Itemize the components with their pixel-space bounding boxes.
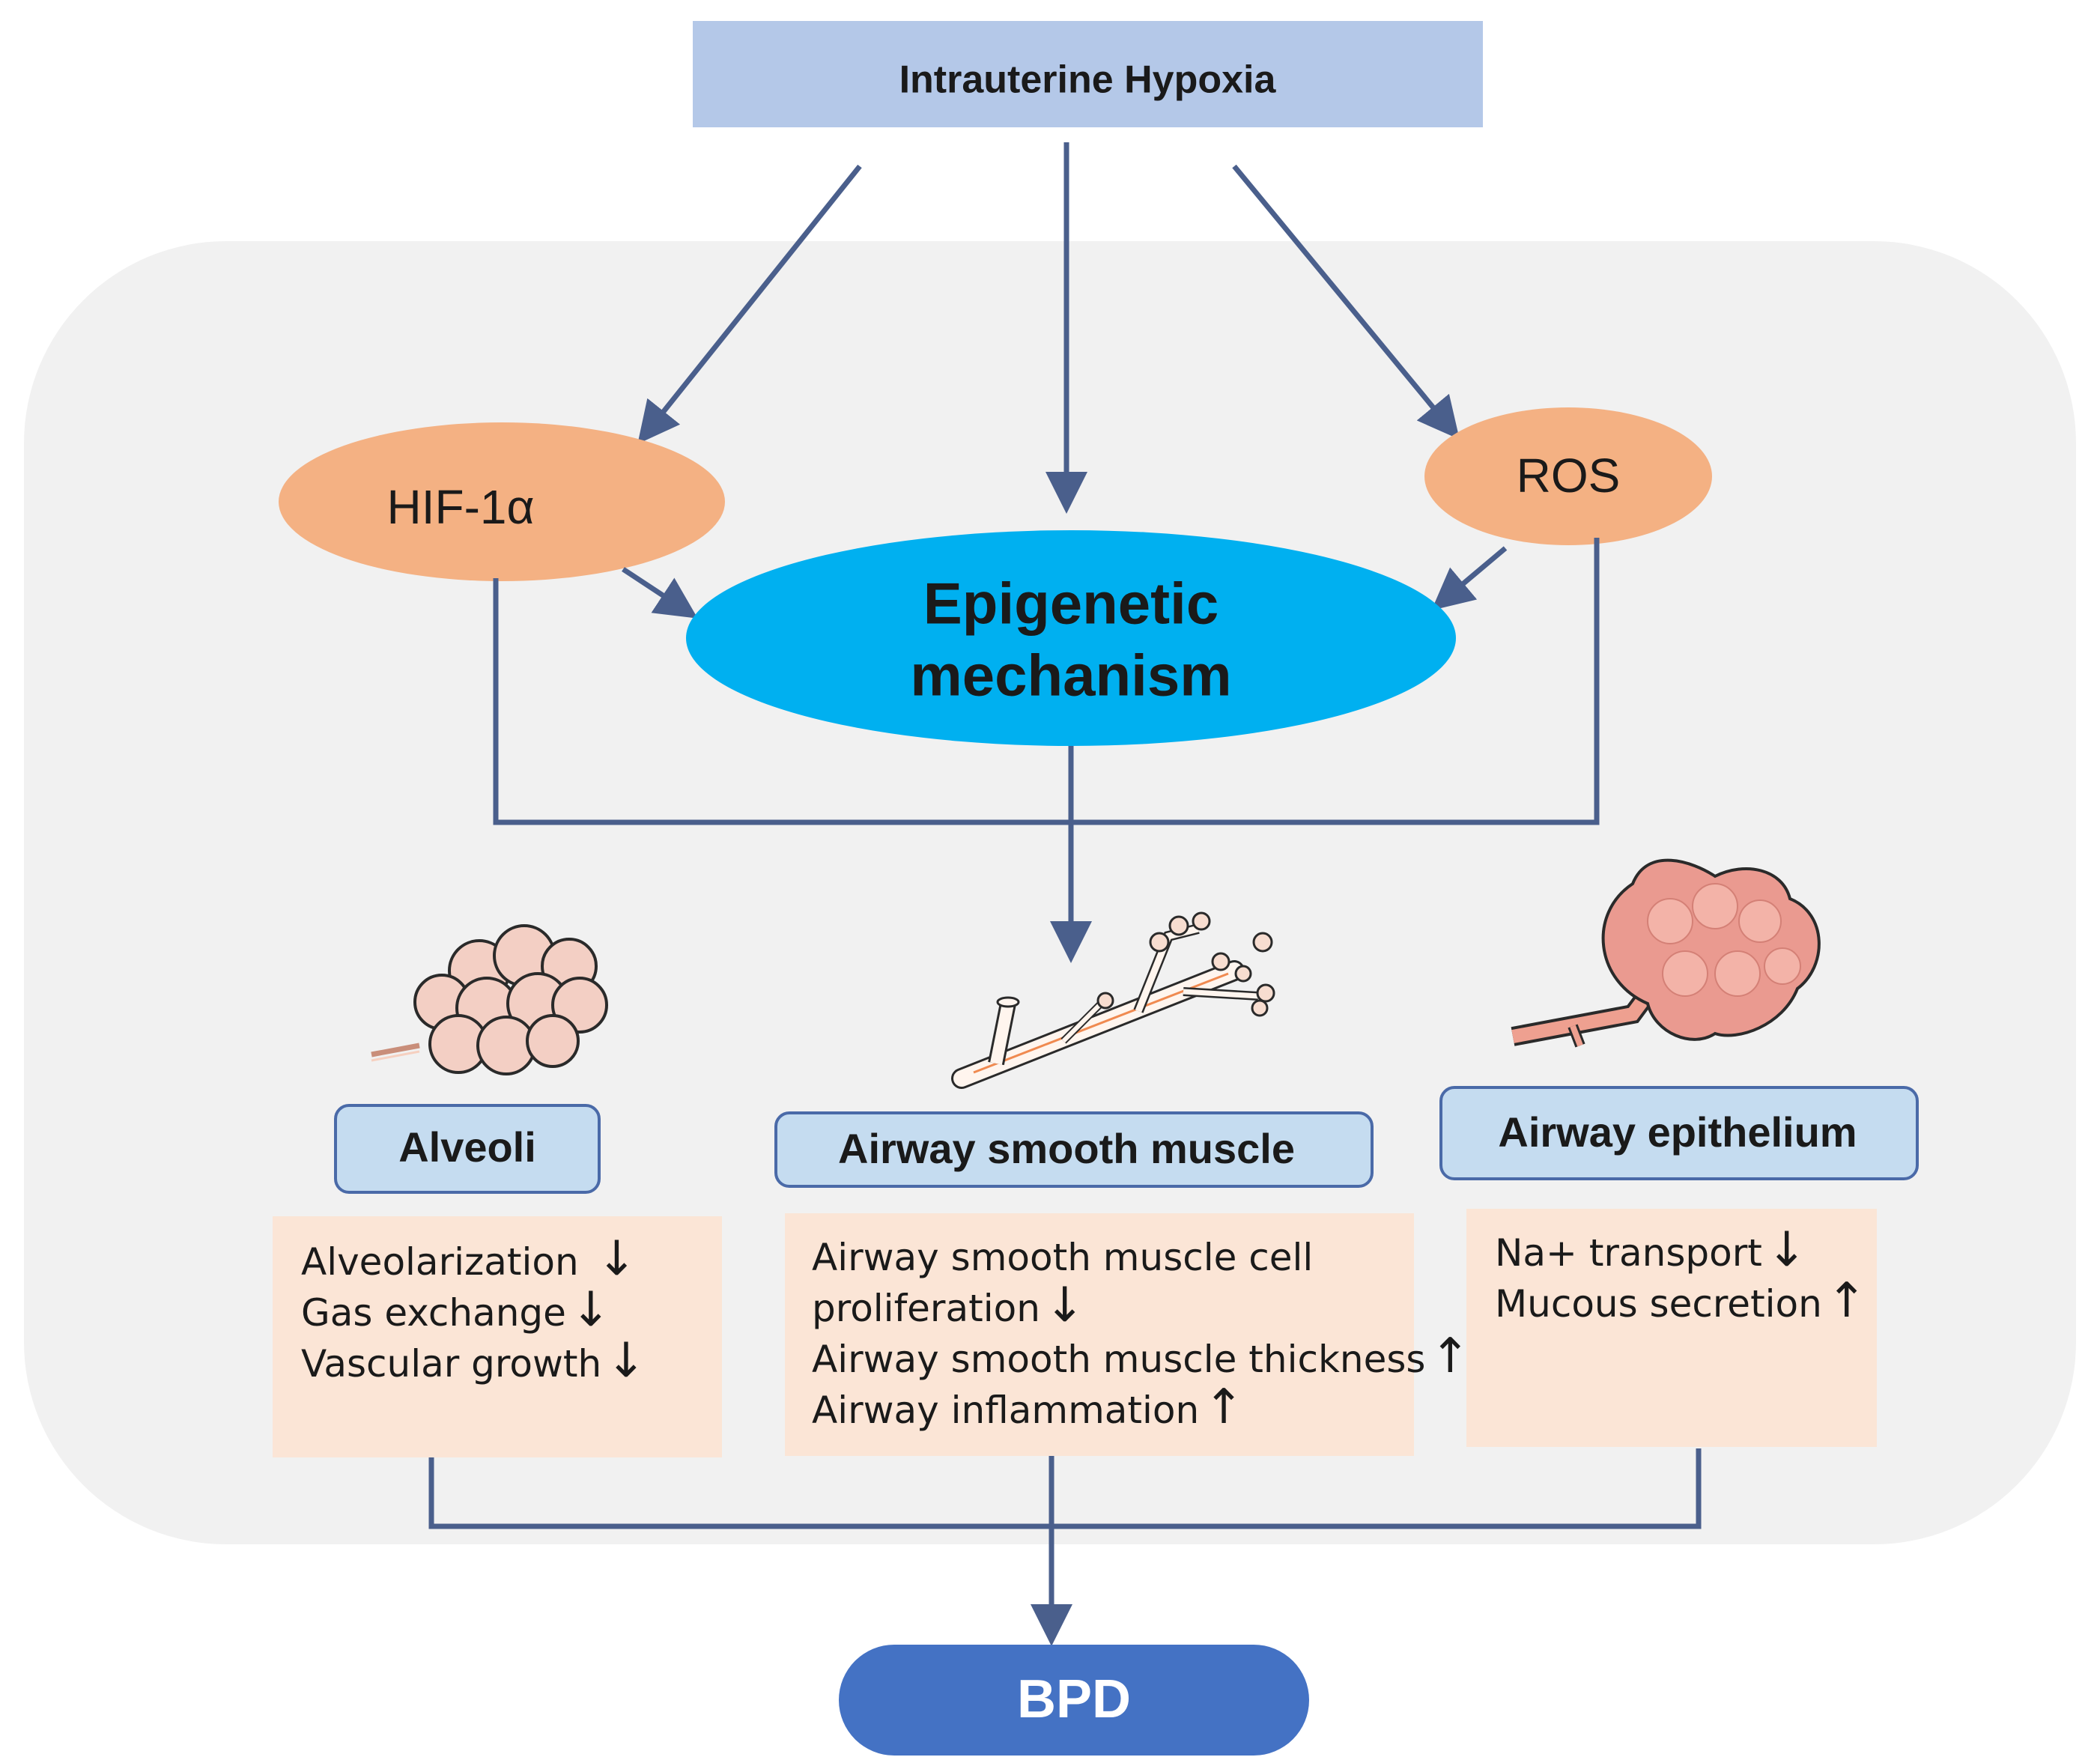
arrow-down-icon: ↓ — [606, 1333, 646, 1389]
tissues-merge-connector — [428, 1448, 1702, 1529]
section-airway-smooth-muscle-title: Airway smooth muscle — [838, 1125, 1295, 1172]
effect-item: Vascular growth↓ — [301, 1333, 646, 1389]
arrow-down-icon: ↓ — [571, 1282, 611, 1338]
effect-item: Airway smooth muscle thickness↑ — [812, 1329, 1470, 1384]
effect-item: Mucous secretion↑ — [1495, 1273, 1866, 1329]
section-alveoli-effects: Alveolarization ↓ Gas exchange↓ Vascular… — [301, 1231, 646, 1389]
section-airway-smooth-muscle-effects: Airway smooth muscle cell proliferation↓… — [812, 1236, 1470, 1435]
section-airway-epithelium-header: Airway epithelium — [1439, 1086, 1919, 1180]
hif-node: HIF-1α — [279, 422, 725, 581]
arrow-down-icon: ↓ — [597, 1231, 637, 1287]
arrow-up-icon: ↑ — [1430, 1329, 1470, 1384]
ros-ellipse — [1424, 407, 1712, 545]
airway-gland-icon — [1511, 858, 1821, 1048]
bpd-node: BPD — [839, 1645, 1309, 1756]
section-alveoli-header: Alveoli — [334, 1104, 601, 1194]
arrow-ros-to-epigenetic — [1431, 546, 1508, 611]
effect-item: Airway inflammation↑ — [812, 1380, 1244, 1435]
section-airway-epithelium-header-box — [1439, 1086, 1919, 1180]
arrow-up-icon: ↑ — [1827, 1273, 1867, 1329]
epigenetic-mechanism-line2: mechanism — [910, 643, 1231, 708]
arrow-hypoxia-to-hif — [637, 164, 862, 444]
intrauterine-hypoxia-node: Intrauterine Hypoxia — [693, 21, 1483, 127]
epigenetic-mechanism-ellipse — [686, 530, 1456, 746]
hif-label: HIF-1α — [387, 480, 535, 534]
section-airway-smooth-muscle-effects-box — [785, 1213, 1414, 1456]
epigenetic-mechanism-line1: Epigenetic — [923, 571, 1219, 637]
section-airway-epithelium-effects-box — [1466, 1209, 1877, 1447]
section-alveoli-effects-box — [273, 1216, 722, 1457]
section-airway-smooth-muscle-header-box — [774, 1111, 1374, 1188]
mediator-bypass-connector — [493, 538, 1600, 825]
arrow-hif-to-epigenetic — [622, 567, 698, 619]
bpd-label: BPD — [1017, 1669, 1131, 1729]
hif-ellipse — [279, 422, 725, 581]
effect-item: Airway smooth muscle cell — [812, 1236, 1313, 1279]
section-alveoli-header-box — [334, 1104, 601, 1194]
section-airway-epithelium-title: Airway epithelium — [1498, 1108, 1857, 1156]
section-airway-epithelium-effects: Na+ transport↓ Mucous secretion↑ — [1495, 1222, 1866, 1329]
bpd-pill — [839, 1645, 1309, 1756]
alveoli-cluster-icon — [371, 924, 608, 1075]
epigenetic-mechanism-node: Epigenetic mechanism — [686, 530, 1456, 746]
arrow-hypoxia-to-ros — [1232, 164, 1460, 440]
effect-item: Alveolarization ↓ — [301, 1231, 637, 1287]
arrow-up-icon: ↑ — [1204, 1380, 1244, 1435]
effect-item: Gas exchange↓ — [301, 1282, 611, 1338]
intrauterine-hypoxia-label: Intrauterine Hypoxia — [899, 58, 1277, 102]
section-airway-smooth-muscle-header: Airway smooth muscle — [774, 1111, 1374, 1188]
ros-node: ROS — [1424, 407, 1712, 545]
arrow-down-icon: ↓ — [1767, 1222, 1807, 1278]
intrauterine-hypoxia-box — [693, 21, 1483, 127]
ros-label: ROS — [1517, 449, 1621, 503]
section-alveoli-title: Alveoli — [398, 1123, 536, 1171]
arrow-down-icon: ↓ — [1045, 1278, 1085, 1333]
effect-item: proliferation↓ — [812, 1278, 1085, 1333]
effect-item: Na+ transport↓ — [1495, 1222, 1807, 1278]
bronchial-tree-icon — [951, 911, 1275, 1089]
